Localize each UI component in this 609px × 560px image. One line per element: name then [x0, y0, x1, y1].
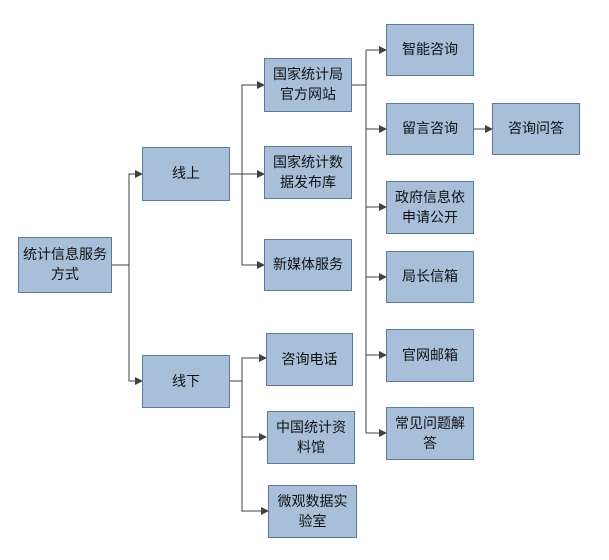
connector-root-offline — [128, 265, 143, 385]
connector-root-online — [112, 170, 143, 266]
connector-online-site — [230, 81, 265, 175]
node-offline: 线下 — [142, 355, 230, 408]
connector-offline-lab — [241, 437, 269, 515]
node-root: 统计信息服务 方式 — [18, 237, 112, 293]
node-micro-data-lab: 微观数据实 验室 — [268, 485, 357, 538]
node-nbs-data-release-db: 国家统计数 据发布库 — [264, 146, 352, 199]
node-china-stat-library: 中国统计资 料馆 — [267, 411, 355, 464]
node-online: 线上 — [142, 147, 230, 201]
connector-offline-phone — [230, 354, 267, 382]
node-message-consult: 留言咨询 — [386, 103, 474, 155]
node-nbs-official-website: 国家统计局 官方网站 — [264, 58, 352, 112]
node-faq: 常见问题解 答 — [386, 407, 474, 460]
connector-site-trunk — [352, 84, 367, 433]
node-gov-info-disclosure: 政府信息依 申请公开 — [386, 181, 474, 234]
node-new-media-service: 新媒体服务 — [264, 239, 352, 291]
node-consult-qa: 咨询问答 — [492, 103, 580, 155]
node-director-mailbox: 局长信箱 — [386, 251, 474, 303]
node-smart-consult: 智能咨询 — [386, 24, 474, 76]
connector-online-media — [241, 174, 265, 269]
connector-offline-library — [241, 358, 267, 441]
node-consult-phone: 咨询电话 — [266, 333, 353, 386]
node-official-mailbox: 官网邮箱 — [386, 329, 474, 382]
